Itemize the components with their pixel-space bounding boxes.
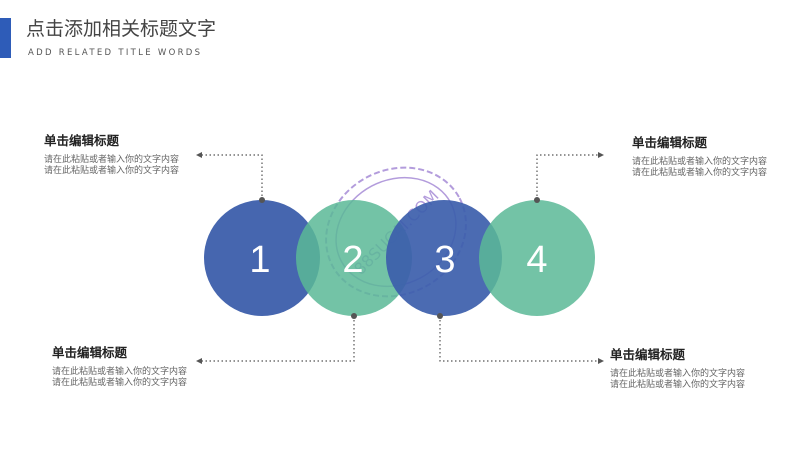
step-4-number: 4 — [526, 239, 547, 281]
step-1-heading[interactable]: 单击编辑标题 — [44, 133, 120, 148]
step-1-number: 1 — [249, 239, 270, 281]
step-4-heading[interactable]: 单击编辑标题 — [632, 135, 708, 150]
step-1-body[interactable]: 请在此粘贴或者输入你的文字内容请在此粘贴或者输入你的文字内容 — [44, 155, 180, 176]
step-3-body[interactable]: 请在此粘贴或者输入你的文字内容请在此粘贴或者输入你的文字内容 — [610, 369, 746, 390]
step-2-text-block: 单击编辑标题 请在此粘贴或者输入你的文字内容请在此粘贴或者输入你的文字内容 — [52, 342, 187, 389]
connector-4-arrow — [598, 152, 604, 158]
connector-1-arrow — [196, 152, 202, 158]
connector-3 — [439, 316, 600, 362]
connector-3-dot — [437, 313, 443, 319]
connector-1-dot — [259, 197, 265, 203]
step-2-circle — [296, 200, 412, 316]
step-4-text-block: 单击编辑标题 请在此粘贴或者输入你的文字内容请在此粘贴或者输入你的文字内容 — [632, 132, 767, 179]
step-4-circle — [479, 200, 595, 316]
step-3-heading[interactable]: 单击编辑标题 — [610, 347, 686, 362]
step-3-circle — [386, 200, 502, 316]
step-2-number: 2 — [342, 239, 363, 281]
page-subtitle[interactable]: ADD RELATED TITLE WORDS — [28, 48, 203, 58]
title-accent-bar — [0, 18, 11, 58]
connector-1 — [200, 154, 263, 200]
step-1-circle — [204, 200, 320, 316]
connector-4-dot — [534, 197, 540, 203]
page-title[interactable]: 点击添加相关标题文字 — [26, 18, 217, 40]
step-2-heading[interactable]: 单击编辑标题 — [52, 345, 128, 360]
step-3-text-block: 单击编辑标题 请在此粘贴或者输入你的文字内容请在此粘贴或者输入你的文字内容 — [610, 344, 745, 391]
connector-2 — [200, 316, 355, 362]
connector-2-dot — [351, 313, 357, 319]
connector-4 — [536, 154, 600, 200]
step-1-text-block: 单击编辑标题 请在此粘贴或者输入你的文字内容请在此粘贴或者输入你的文字内容 — [44, 130, 179, 177]
step-3-number: 3 — [434, 239, 455, 281]
connector-2-arrow — [196, 358, 202, 364]
connector-3-arrow — [598, 358, 604, 364]
step-4-body[interactable]: 请在此粘贴或者输入你的文字内容请在此粘贴或者输入你的文字内容 — [632, 157, 768, 178]
step-2-body[interactable]: 请在此粘贴或者输入你的文字内容请在此粘贴或者输入你的文字内容 — [52, 367, 188, 388]
